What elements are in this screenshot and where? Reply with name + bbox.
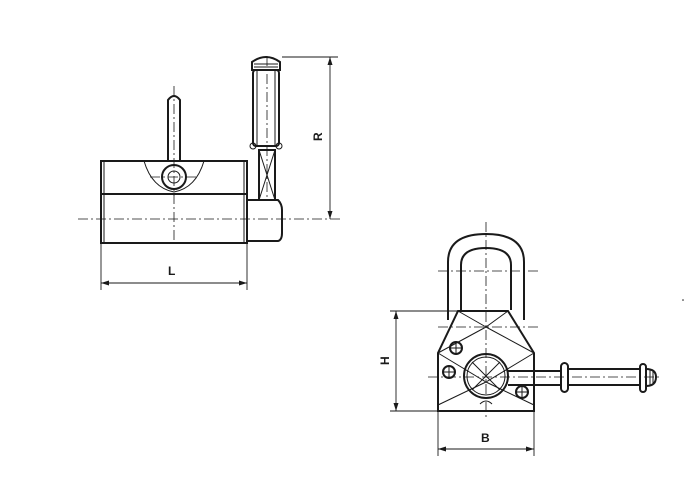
side-hub [247, 199, 283, 242]
handle-collar-left [560, 362, 569, 393]
stray-dot [682, 299, 684, 301]
hub-outer [463, 353, 509, 399]
shaft-cross-b [258, 149, 276, 201]
body-facet-g [437, 381, 487, 406]
shackle-inner [460, 246, 512, 310]
body-facet-d [485, 326, 535, 354]
dim-H-arrow-bottom [393, 403, 399, 411]
lug-saddle [143, 160, 205, 193]
dimension-label-R: R [311, 132, 325, 141]
dim-B-arrow-left [438, 446, 446, 452]
dimension-label-L: L [168, 264, 175, 278]
hub-cross-b [471, 361, 501, 391]
dimension-label-H: H [378, 356, 392, 365]
handle-end-knob [645, 368, 658, 387]
dim-L-arrow-left [101, 280, 109, 286]
lever-cap [251, 56, 281, 71]
body-facet-f [485, 352, 535, 383]
hub-inner [466, 356, 506, 396]
body-facet-b [485, 310, 509, 328]
side-view: L R [78, 56, 340, 290]
grip-collar-left [249, 142, 257, 150]
dim-B-arrow-right [526, 446, 534, 452]
body-facet-a [457, 310, 487, 328]
handle-rod [508, 370, 561, 386]
grip-collar-right [275, 142, 283, 150]
body-notch [479, 400, 493, 405]
front-view: H B [378, 222, 660, 456]
dim-L-arrow-right [239, 280, 247, 286]
shackle-outer [447, 232, 525, 320]
dimension-label-B: B [481, 431, 490, 445]
dim-R-arrow-top [327, 57, 333, 65]
body-facet-h [485, 381, 535, 406]
dim-R-arrow-bottom [327, 211, 333, 219]
body-facet-c [437, 326, 487, 354]
dim-H-arrow-top [393, 311, 399, 319]
handle-collar-right [639, 363, 647, 393]
handle-grip [568, 368, 640, 386]
